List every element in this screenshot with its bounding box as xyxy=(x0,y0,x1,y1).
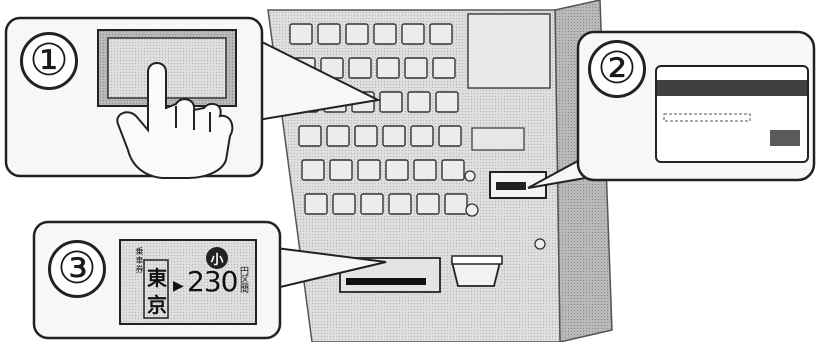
step-2-number: ② xyxy=(588,40,646,98)
ticket-icon xyxy=(119,239,257,325)
machine-display xyxy=(467,13,551,89)
ticket-station-char-2: 京 xyxy=(147,293,167,317)
ticket-price: 230 xyxy=(187,265,238,298)
ic-card-icon xyxy=(655,65,809,163)
ticket-child-mark: 小 xyxy=(206,247,228,269)
ticket-price-unit: 円区間 xyxy=(238,266,248,293)
ticket-arrow: ▶ xyxy=(173,278,184,294)
ticket-station-char-1: 東 xyxy=(147,266,167,290)
ticket-type-label: 乗車券 xyxy=(135,247,144,274)
finger-press-button-icon xyxy=(116,62,234,179)
step-1-number: ① xyxy=(20,32,78,90)
step-3-number: ③ xyxy=(48,240,106,298)
